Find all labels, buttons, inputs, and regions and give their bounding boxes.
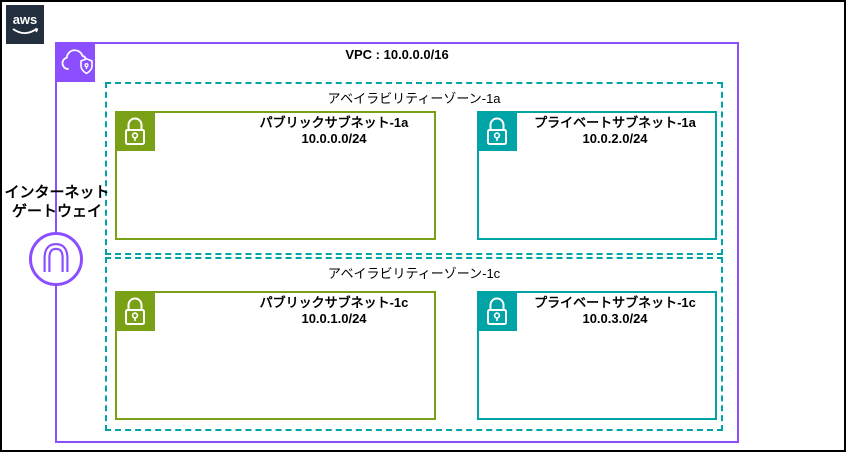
availability-zone-1c: アベイラビリティーゾーン-1c <box>105 257 723 431</box>
aws-logo-icon: aws <box>12 12 38 35</box>
availability-zone-1c-label: アベイラビリティーゾーン-1c <box>327 266 501 281</box>
private-subnet-1a: プライベートサブネット-1a 10.0.2.0/24 <box>477 111 717 240</box>
private-subnet-1c-label: プライベートサブネット-1c 10.0.3.0/24 <box>515 295 715 327</box>
subnet-name: パブリックサブネット-1c <box>259 295 409 310</box>
public-subnet-1a-label: パブリックサブネット-1a 10.0.0.0/24 <box>234 115 434 147</box>
public-subnet-lock-icon <box>115 291 155 331</box>
private-subnet-lock-icon <box>477 291 517 331</box>
aws-logo-text: aws <box>13 12 38 27</box>
private-subnet-1c: プライベートサブネット-1c 10.0.3.0/24 <box>477 291 717 420</box>
public-subnet-1c-label: パブリックサブネット-1c 10.0.1.0/24 <box>234 295 434 327</box>
subnet-name: プライベートサブネット-1c <box>534 295 696 310</box>
subnet-cidr: 10.0.2.0/24 <box>582 131 648 146</box>
private-subnet-1a-label: プライベートサブネット-1a 10.0.2.0/24 <box>515 115 715 147</box>
internet-gateway-label-line1: インターネット <box>4 184 110 201</box>
aws-logo: aws <box>6 5 44 44</box>
vpc-icon <box>55 42 95 82</box>
subnet-cidr: 10.0.3.0/24 <box>582 311 648 326</box>
public-subnet-1c: パブリックサブネット-1c 10.0.1.0/24 <box>115 291 436 420</box>
subnet-cidr: 10.0.0.0/24 <box>301 131 367 146</box>
internet-gateway-label-line2: ゲートウェイ <box>11 203 102 220</box>
vpc-label: VPC : 10.0.0.0/16 <box>345 47 449 62</box>
public-subnet-lock-icon <box>115 111 155 151</box>
availability-zone-1a: アベイラビリティーゾーン-1a <box>105 82 723 255</box>
subnet-name: パブリックサブネット-1a <box>259 115 409 130</box>
internet-gateway-icon <box>29 232 83 286</box>
private-subnet-lock-icon <box>477 111 517 151</box>
internet-gateway-label: インターネット ゲートウェイ <box>2 183 112 221</box>
subnet-name: プライベートサブネット-1a <box>534 115 696 130</box>
subnet-cidr: 10.0.1.0/24 <box>301 311 367 326</box>
availability-zone-1a-label: アベイラビリティーゾーン-1a <box>327 91 501 106</box>
public-subnet-1a: パブリックサブネット-1a 10.0.0.0/24 <box>115 111 436 240</box>
